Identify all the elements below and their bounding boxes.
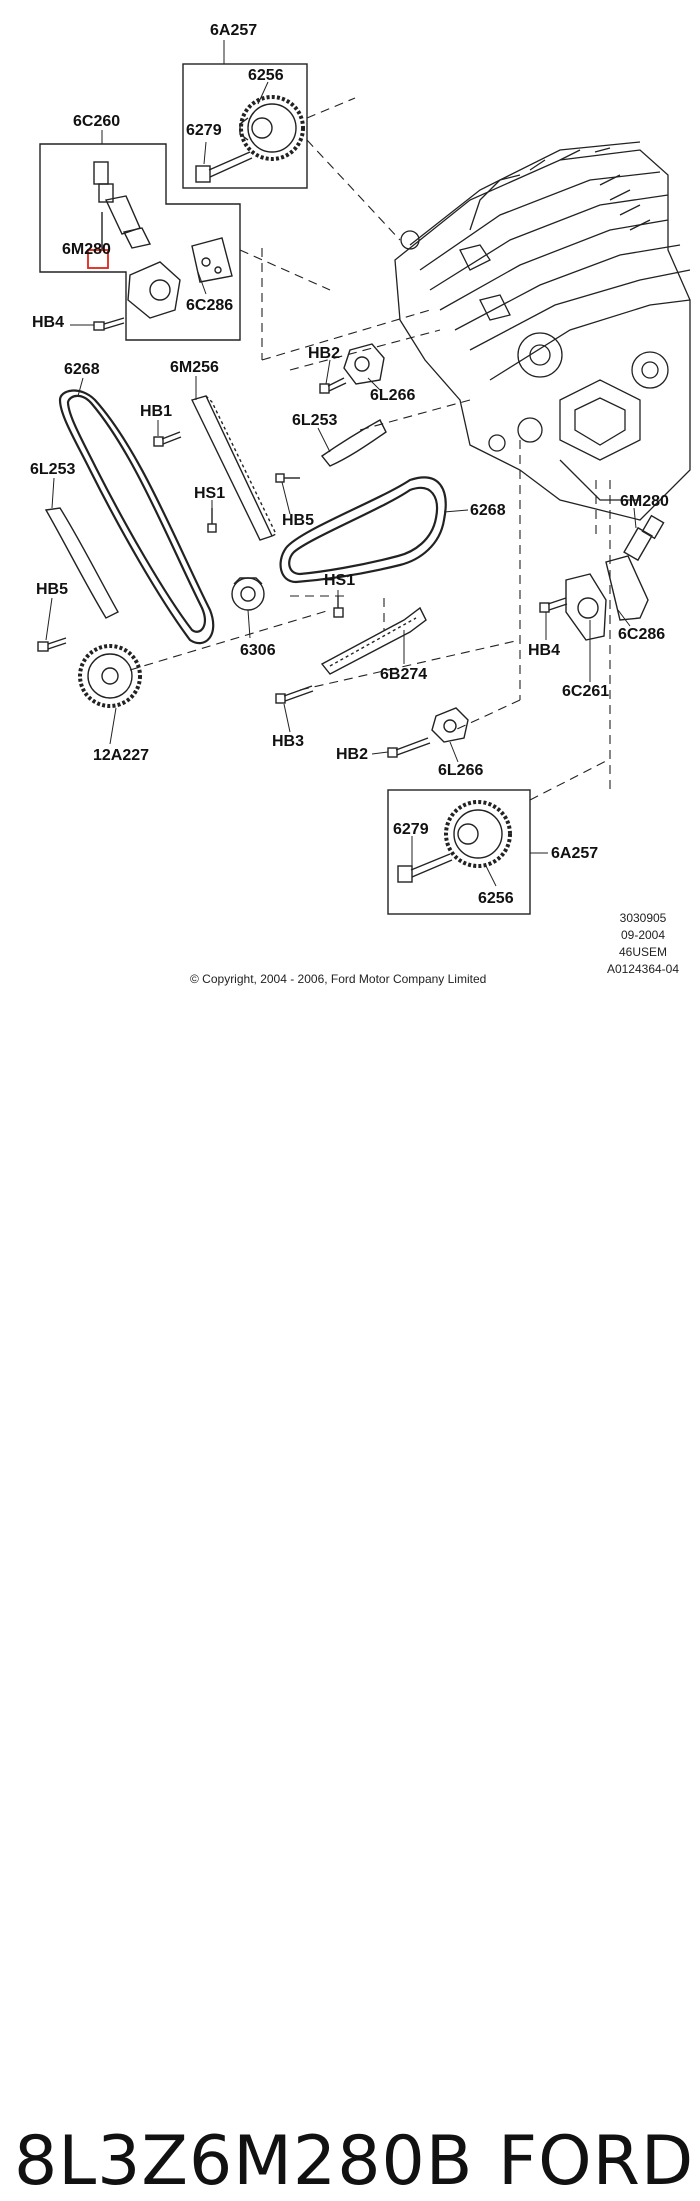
leader-lines: [45, 40, 637, 887]
timing-chain-left: [58, 389, 215, 645]
diagram-drawing: [37, 40, 691, 915]
engine-block-illustration: [394, 141, 691, 521]
vct-solenoid-right: [623, 514, 665, 562]
bolt-hb4-left: [93, 317, 125, 331]
label-6m256: 6M256: [170, 359, 219, 376]
label-hb1: HB1: [140, 403, 173, 420]
label-6279-top: 6279: [186, 122, 222, 139]
camshaft-sprocket-bottom: [444, 800, 512, 868]
chain-guide-mid: [320, 419, 387, 467]
bolt-hs1-left: [207, 508, 217, 533]
label-6279-bottom: 6279: [393, 821, 429, 838]
label-hb5-mid: HB5: [282, 512, 315, 529]
label-6256-top: 6256: [248, 67, 284, 84]
box-bottom-camshaft-gear: [387, 789, 531, 915]
label-hb2-top: HB2: [308, 345, 341, 362]
label-6c261: 6C261: [562, 683, 610, 700]
camshaft-sprocket-top: [239, 95, 305, 161]
dashed-guide-lines: [129, 97, 611, 801]
copyright-notice: © Copyright, 2004 - 2006, Ford Motor Com…: [190, 972, 487, 986]
label-6m280-right: 6M280: [620, 493, 669, 510]
label-hs1-mid: HS1: [324, 572, 356, 589]
bolt-hb4-right: [539, 597, 568, 613]
label-6306: 6306: [240, 642, 276, 659]
bolt-hb2-bottom: [387, 737, 431, 758]
label-6l266-bottom: 6L266: [438, 762, 484, 779]
label-hb5-left: HB5: [36, 581, 69, 598]
label-hb4-right: HB4: [528, 642, 561, 659]
bolt-6279-bottom: [397, 853, 453, 883]
timing-chain-right: [279, 476, 447, 584]
label-6c260: 6C260: [73, 113, 121, 130]
label-6l266-top: 6L266: [370, 387, 416, 404]
bolt-hb2-top: [319, 377, 347, 394]
caption-bar: 8L3Z6M280B FORD: [0, 1060, 700, 2201]
brand-name: FORD: [498, 2122, 695, 2201]
bolt-6279-top: [195, 151, 253, 183]
box-vct-solenoid: [39, 143, 241, 341]
chain-guide-left: [44, 507, 119, 619]
timing-components-diagram: 6A257 6256 6279 6C260 6M280 6C286 HB4 HB…: [0, 0, 700, 1000]
reference-block: 3030905 09-2004 46USEM A0124364-04: [598, 910, 688, 978]
label-6l253-mid: 6L253: [292, 412, 338, 429]
label-6268-right: 6268: [470, 502, 506, 519]
bolt-hb1: [153, 431, 182, 447]
tensioner-top: [343, 343, 385, 385]
label-6b274: 6B274: [380, 666, 428, 683]
label-hb4-left: HB4: [32, 314, 65, 331]
label-6l253-left: 6L253: [30, 461, 76, 478]
bolt-hs1-mid: [333, 596, 344, 618]
crankshaft-sprocket: [78, 644, 142, 708]
label-6268-left: 6268: [64, 361, 100, 378]
reference-line-3: 46USEM: [618, 945, 668, 959]
label-6c286-top: 6C286: [186, 297, 234, 314]
reference-line-2: 09-2004: [620, 928, 666, 942]
idler-6306: [231, 577, 265, 611]
label-6a257-bottom: 6A257: [551, 845, 599, 862]
label-6c286-right: 6C286: [618, 626, 666, 643]
label-6256-bottom: 6256: [478, 890, 514, 907]
tensioner-bottom: [431, 707, 469, 743]
bolt-hb3: [275, 685, 314, 704]
label-12a227: 12A227: [93, 747, 150, 764]
label-hs1-left: HS1: [194, 485, 226, 502]
label-hb3: HB3: [272, 733, 305, 750]
highlight-marker: [87, 249, 109, 269]
reference-line-1: 3030905: [619, 911, 667, 925]
label-hb2-bottom: HB2: [336, 746, 369, 763]
reference-line-4: A0124364-04: [606, 962, 680, 976]
part-number: 8L3Z6M280B: [14, 2122, 474, 2201]
vct-solenoid-left: [93, 161, 152, 250]
label-6a257-top: 6A257: [210, 22, 258, 39]
chain-guide-6b274: [320, 606, 427, 675]
bolt-hb5-mid: [275, 473, 300, 483]
label-6m280-left: 6M280: [62, 241, 111, 258]
bolt-hb5-left: [37, 637, 67, 652]
vct-housing-left: [127, 237, 233, 319]
chain-guide-6m256: [191, 395, 277, 541]
box-top-camshaft-gear: [182, 63, 308, 189]
